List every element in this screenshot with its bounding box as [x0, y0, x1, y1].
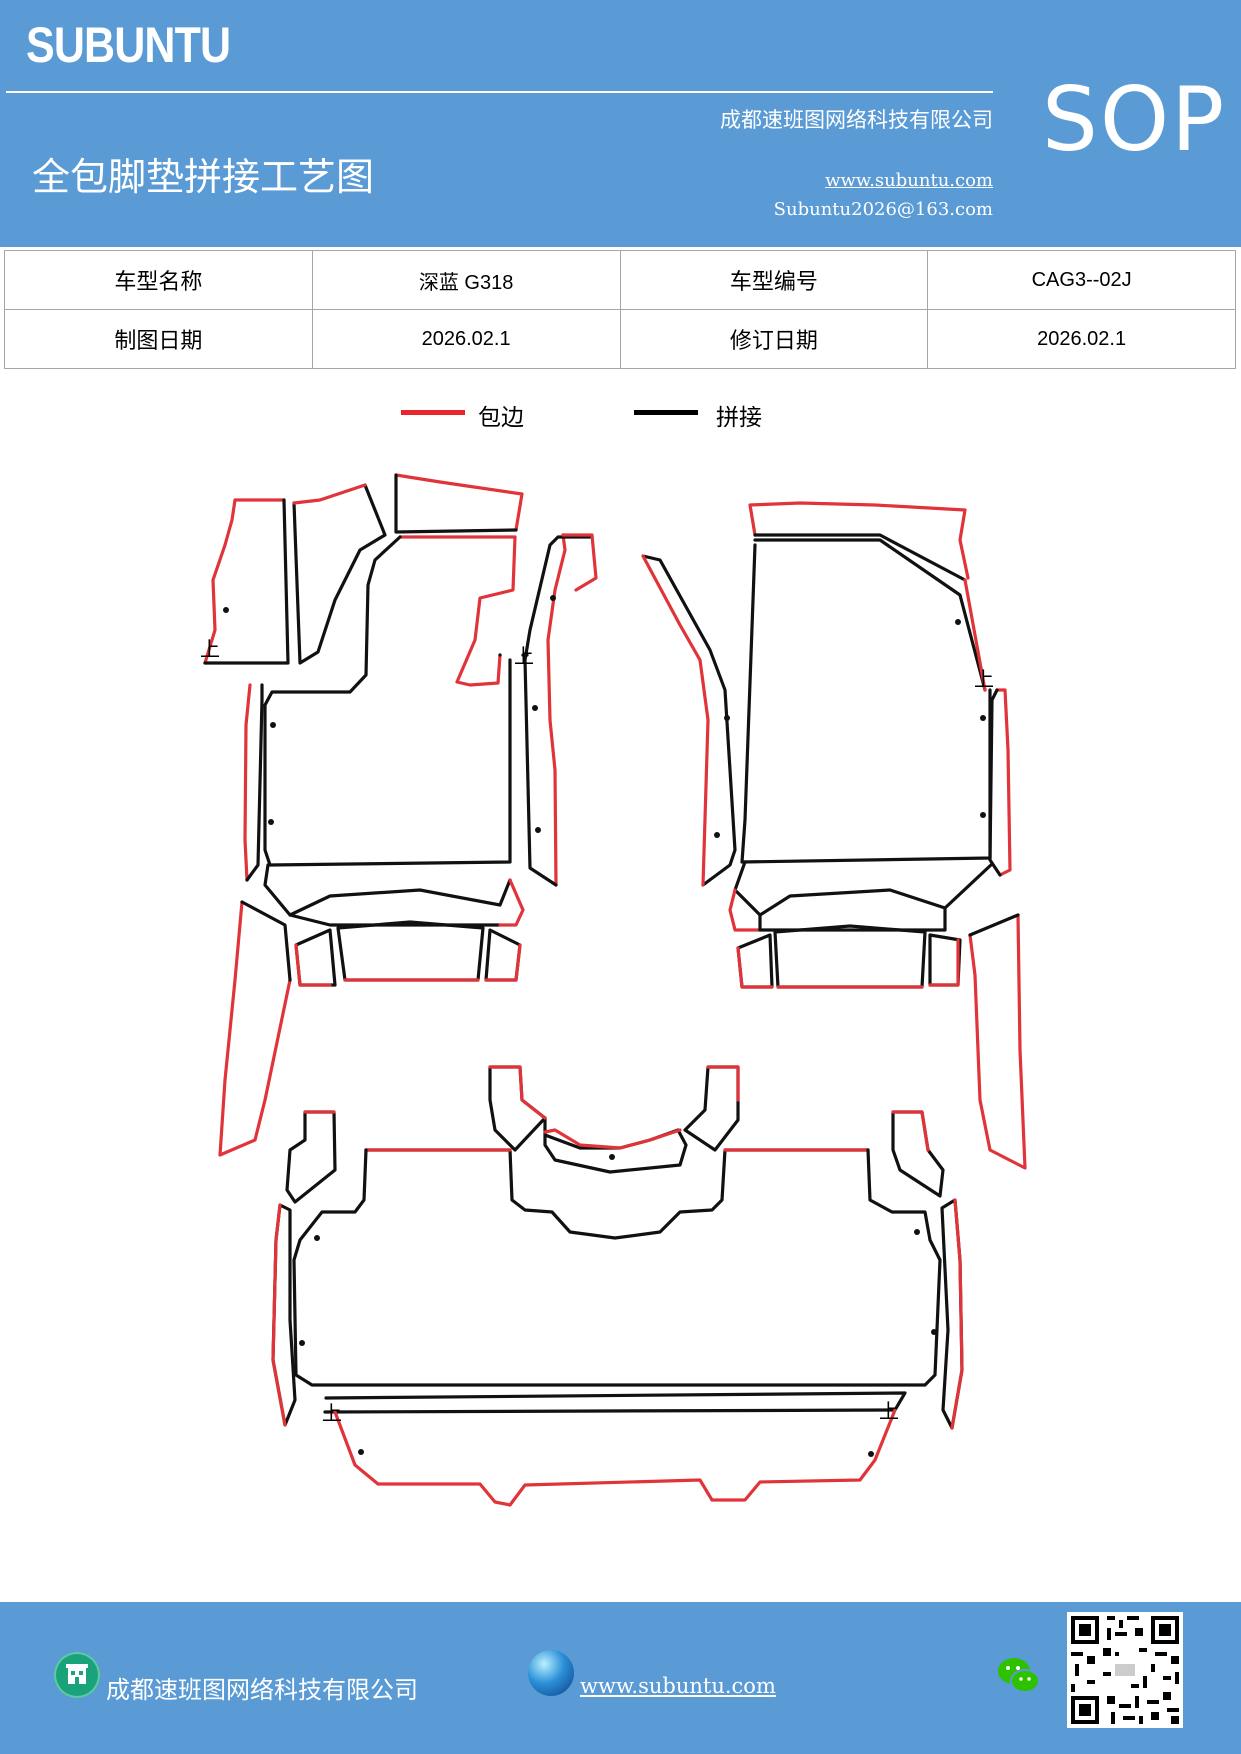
legend-edge-label: 包边	[478, 405, 524, 431]
mat-piece	[394, 473, 524, 534]
mat-piece	[263, 863, 525, 927]
mat-piece	[968, 913, 1027, 1170]
header-divider	[6, 91, 993, 93]
header-banner: SUBUNTU SOP 全包脚垫拼接工艺图 成都速班图网络科技有限公司 www.…	[0, 0, 1241, 247]
mat-piece	[203, 498, 290, 665]
up-mark: 上	[974, 667, 994, 691]
mat-piece	[285, 1110, 945, 1204]
mat-piece	[521, 533, 598, 887]
model-name-label: 车型名称	[4, 250, 313, 310]
legend-splice-label: 拼接	[716, 405, 762, 431]
footer-website-link[interactable]: www.subuntu.com	[580, 1674, 776, 1698]
model-code-label: 车型编号	[619, 250, 929, 310]
mat-piece	[543, 1116, 688, 1174]
header-email: Subuntu2026@163.com	[773, 199, 993, 220]
mat-piece	[641, 554, 737, 887]
mat-piece	[323, 1391, 907, 1507]
mat-piece	[988, 688, 1012, 877]
mat-piece	[243, 683, 264, 882]
up-mark: 上	[322, 1401, 342, 1425]
qr-code	[1067, 1612, 1183, 1728]
floor-mat-diagram: 上 上 上 上 上	[200, 473, 1027, 1507]
model-code-value: CAG3--02J	[927, 250, 1236, 310]
mat-piece	[294, 920, 522, 987]
revision-date-label: 修订日期	[619, 309, 929, 369]
model-name-value: 深蓝 G318	[311, 250, 621, 310]
footer-banner: 成都速班图网络科技有限公司 www.subuntu.com	[0, 1602, 1241, 1754]
mat-piece	[218, 900, 292, 1157]
info-table: 车型名称 深蓝 G318 车型编号 CAG3--02J 制图日期 2026.02…	[4, 250, 1236, 369]
header-website-link[interactable]: www.subuntu.com	[825, 170, 993, 191]
mat-piece	[740, 501, 992, 864]
mat-piece	[488, 1065, 740, 1152]
building-icon	[54, 1652, 100, 1698]
brand-logo: SUBUNTU	[26, 17, 231, 73]
table-row: 制图日期 2026.02.1 修订日期 2026.02.1	[4, 309, 1236, 369]
revision-date-value: 2026.02.1	[927, 309, 1236, 369]
mat-piece	[292, 1148, 942, 1387]
wechat-icon[interactable]	[996, 1654, 1042, 1702]
header-company: 成都速班图网络科技有限公司	[720, 108, 993, 132]
sop-label: SOP	[1042, 68, 1227, 171]
mat-piece	[263, 535, 517, 867]
drawing-date-label: 制图日期	[4, 309, 313, 369]
globe-icon	[528, 1650, 574, 1696]
up-mark: 上	[200, 637, 220, 661]
mat-piece	[728, 860, 994, 932]
legend: 包边 拼接	[0, 398, 1241, 438]
document-title: 全包脚垫拼接工艺图	[32, 155, 375, 199]
footer-company: 成都速班图网络科技有限公司	[106, 1676, 418, 1704]
drawing-date-value: 2026.02.1	[311, 309, 621, 369]
legend-edge-swatch	[401, 410, 465, 415]
mat-piece	[292, 483, 387, 665]
up-mark: 上	[879, 1399, 899, 1423]
table-row: 车型名称 深蓝 G318 车型编号 CAG3--02J	[4, 250, 1236, 310]
mat-piece	[736, 924, 962, 989]
legend-splice-swatch	[634, 410, 698, 415]
mat-piece	[271, 1198, 964, 1430]
up-mark: 上	[514, 644, 534, 668]
